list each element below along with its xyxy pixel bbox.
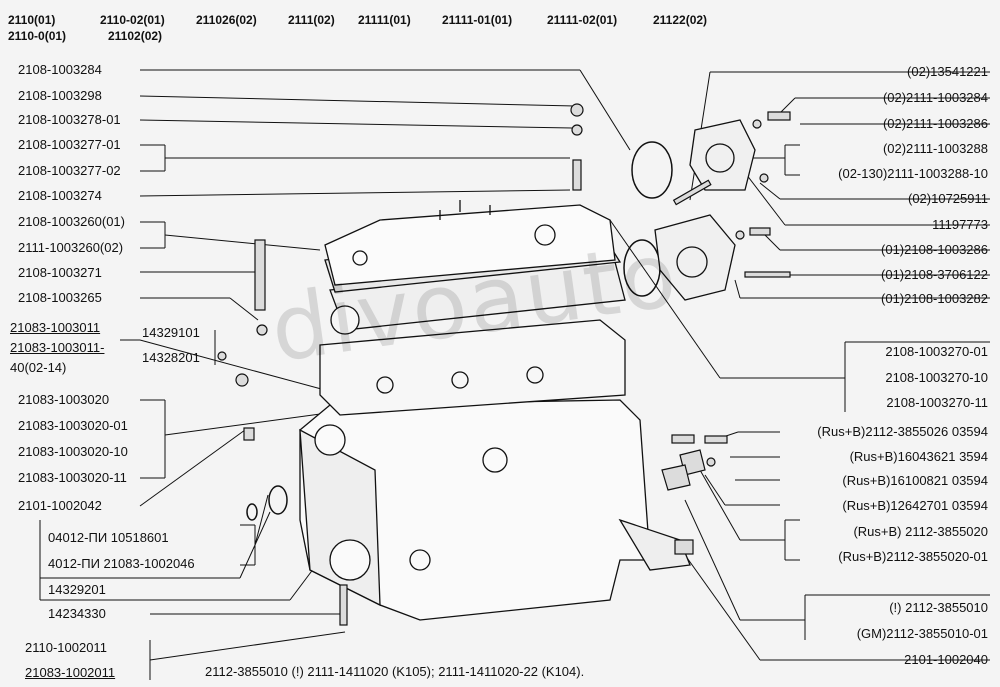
part-label: 2111-1003260(02) [18,240,124,255]
part-label: 14328201 [142,350,200,365]
fasteners [217,103,791,626]
part-label: 2110-1002011 [25,640,107,655]
part-label: 21083-1003020-11 [18,470,127,485]
part-label: 2108-1003270-11 [886,395,988,410]
part-label: 2101-1002042 [18,498,102,513]
part-label: 04012-ПИ 10518601 [48,530,169,545]
part-label: 2108-1003260(01) [18,214,125,229]
model-code: 211026(02) [196,13,257,27]
part-label: 11197773 [932,217,988,232]
valve-cover [324,200,616,286]
part-label: 21083-1003011- [10,340,105,355]
part-label: 40(02-14) [10,360,67,375]
part-label: 21083-1003020-10 [18,444,128,459]
part-label: (GM)2112-3855010-01 [856,626,988,641]
part-label: 21083-1003020-01 [18,418,128,433]
footer-note: 2112-3855010 (!) 2111-1411020 (K105); 21… [205,664,585,679]
part-label: 21083-1002011 [25,665,116,680]
model-code: 2111(02) [288,13,335,27]
part-label: (02)2111-1003286 [882,116,988,131]
model-code: 2110(01) [8,13,56,27]
model-code: 2110-02(01) [100,13,165,27]
part-label: 14329101 [142,325,200,340]
part-label: 2108-1003270-10 [885,370,988,385]
model-code: 21111-01(01) [442,13,513,27]
part-label: (Rus+B)2112-3855026 03594 [817,424,988,439]
part-label: (02-130)2111-1003288-10 [838,166,988,181]
part-label: (01)2108-1003286 [881,242,988,257]
part-label: (Rus+B) 2112-3855020 [853,524,988,539]
part-label: 14234330 [48,606,106,621]
part-label: 2108-1003298 [18,88,102,103]
model-code: 21122(02) [653,13,708,27]
part-label: (02)2111-1003288 [882,141,988,156]
cylinder-block [299,399,691,621]
part-label: (01)2108-3706122 [881,267,988,282]
part-label: 2101-1002040 [904,652,988,667]
part-label: (Rus+B)16100821 03594 [842,473,988,488]
part-label: 2108-1003278-01 [18,112,121,127]
part-label: (Rus+B)12642701 03594 [842,498,988,513]
part-label: 2108-1003265 [18,290,102,305]
part-label: 2108-1003271 [18,265,102,280]
part-label: 2108-1003277-02 [18,163,121,178]
part-label: 21083-1003020 [18,392,110,407]
part-label: (Rus+B)2112-3855020-01 [838,549,988,564]
housing-parts [654,119,756,301]
part-label: (!) 2112-3855010 [889,600,988,615]
model-code: 2110-0(01) [8,29,67,43]
part-label: 21083-1003011 [10,320,101,335]
model-code: 21102(02) [108,29,163,43]
part-label: 2108-1003274 [18,188,102,203]
part-label: (02)10725911 [908,191,988,206]
part-label: 2108-1003277-01 [18,137,121,152]
model-code: 21111(01) [358,13,411,27]
part-label: (Rus+B)16043621 3594 [849,449,988,464]
part-label: 2108-1003284 [18,62,102,77]
part-label: 4012-ПИ 21083-1002046 [48,556,195,571]
part-label: 14329201 [48,582,106,597]
part-label: (02)13541221 [907,64,988,79]
model-code: 21111-02(01) [547,13,618,27]
part-label: (02)2111-1003284 [882,90,988,105]
part-label: (01)2108-1003282 [881,291,988,306]
part-label: 2108-1003270-01 [885,344,988,359]
